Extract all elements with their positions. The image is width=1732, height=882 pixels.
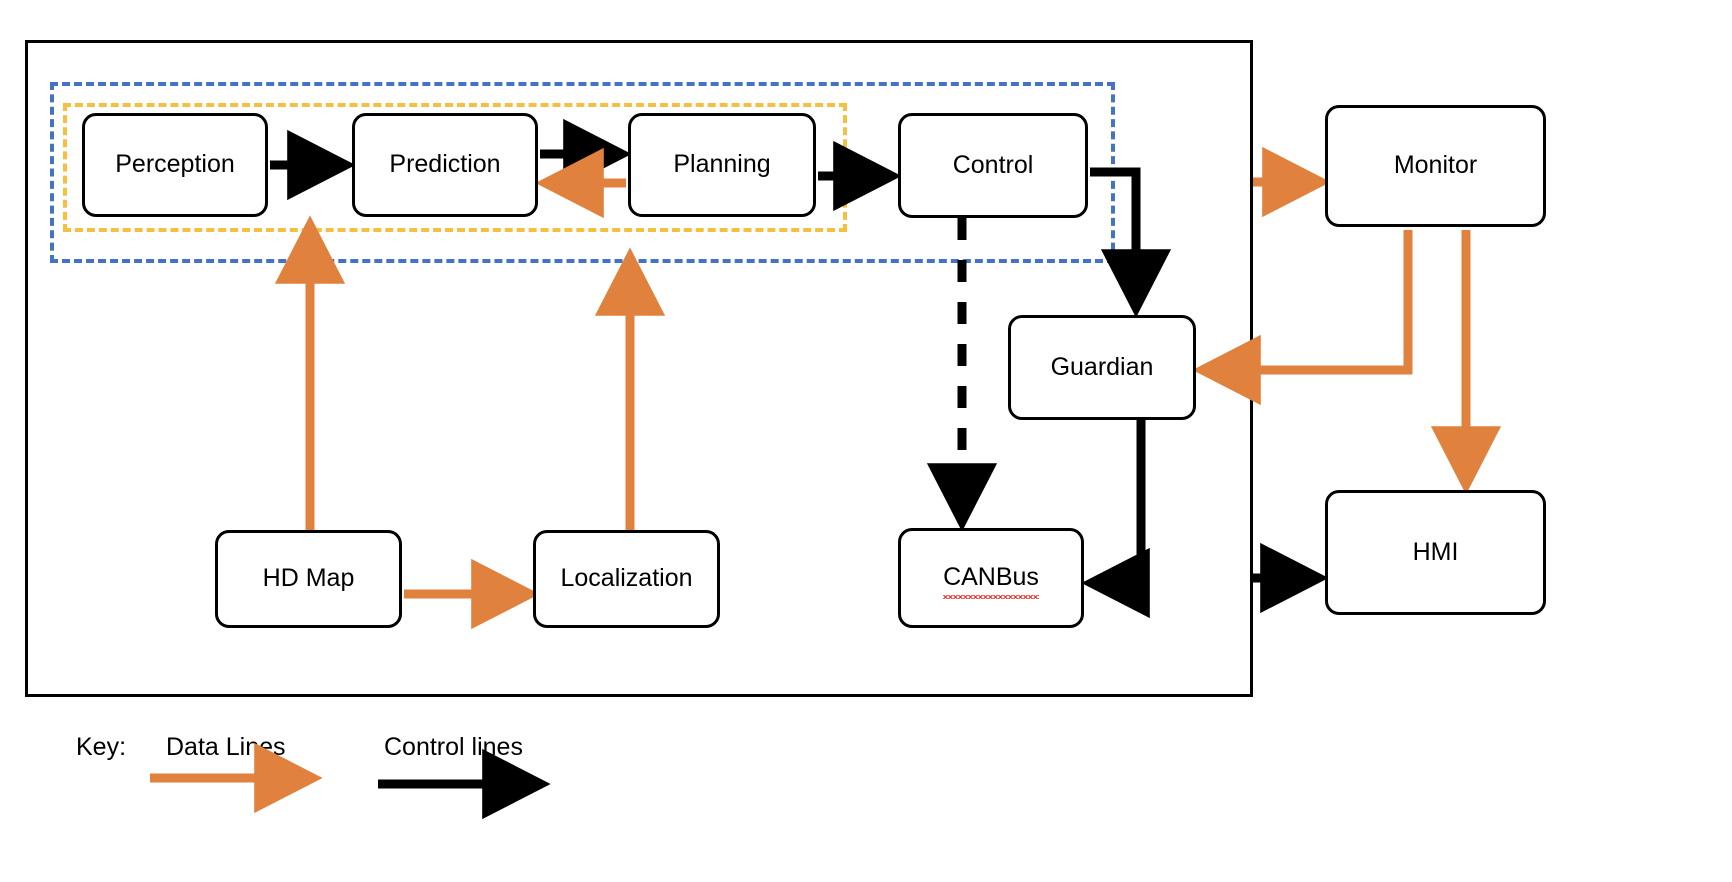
node-label-canbus: CANBus xyxy=(943,563,1039,599)
node-label-prediction: Prediction xyxy=(389,150,501,179)
node-label-localization: Localization xyxy=(560,564,693,593)
node-label-hmi: HMI xyxy=(1412,537,1459,566)
node-label-guardian: Guardian xyxy=(1050,352,1154,381)
node-label-perception: Perception xyxy=(115,150,235,179)
node-guardian[interactable]: Guardian xyxy=(1008,315,1196,420)
node-planning[interactable]: Planning xyxy=(628,113,816,217)
node-label-control: Control xyxy=(952,150,1034,179)
node-control[interactable]: Control xyxy=(898,113,1088,218)
node-prediction[interactable]: Prediction xyxy=(352,113,538,217)
node-label-monitor: Monitor xyxy=(1393,151,1478,180)
node-perception[interactable]: Perception xyxy=(82,113,268,217)
legend-control-lines-label: Control lines xyxy=(384,733,523,761)
node-localization[interactable]: Localization xyxy=(533,530,720,628)
node-hd-map[interactable]: HD Map xyxy=(215,530,402,628)
node-canbus[interactable]: CANBus xyxy=(898,528,1084,628)
node-label-hd-map: HD Map xyxy=(262,564,355,593)
legend-data-lines-label: Data Lines xyxy=(166,733,286,761)
node-label-planning: Planning xyxy=(673,150,771,179)
node-monitor[interactable]: Monitor xyxy=(1325,105,1546,227)
legend-title: Key: xyxy=(76,733,127,761)
node-hmi[interactable]: HMI xyxy=(1325,490,1546,615)
